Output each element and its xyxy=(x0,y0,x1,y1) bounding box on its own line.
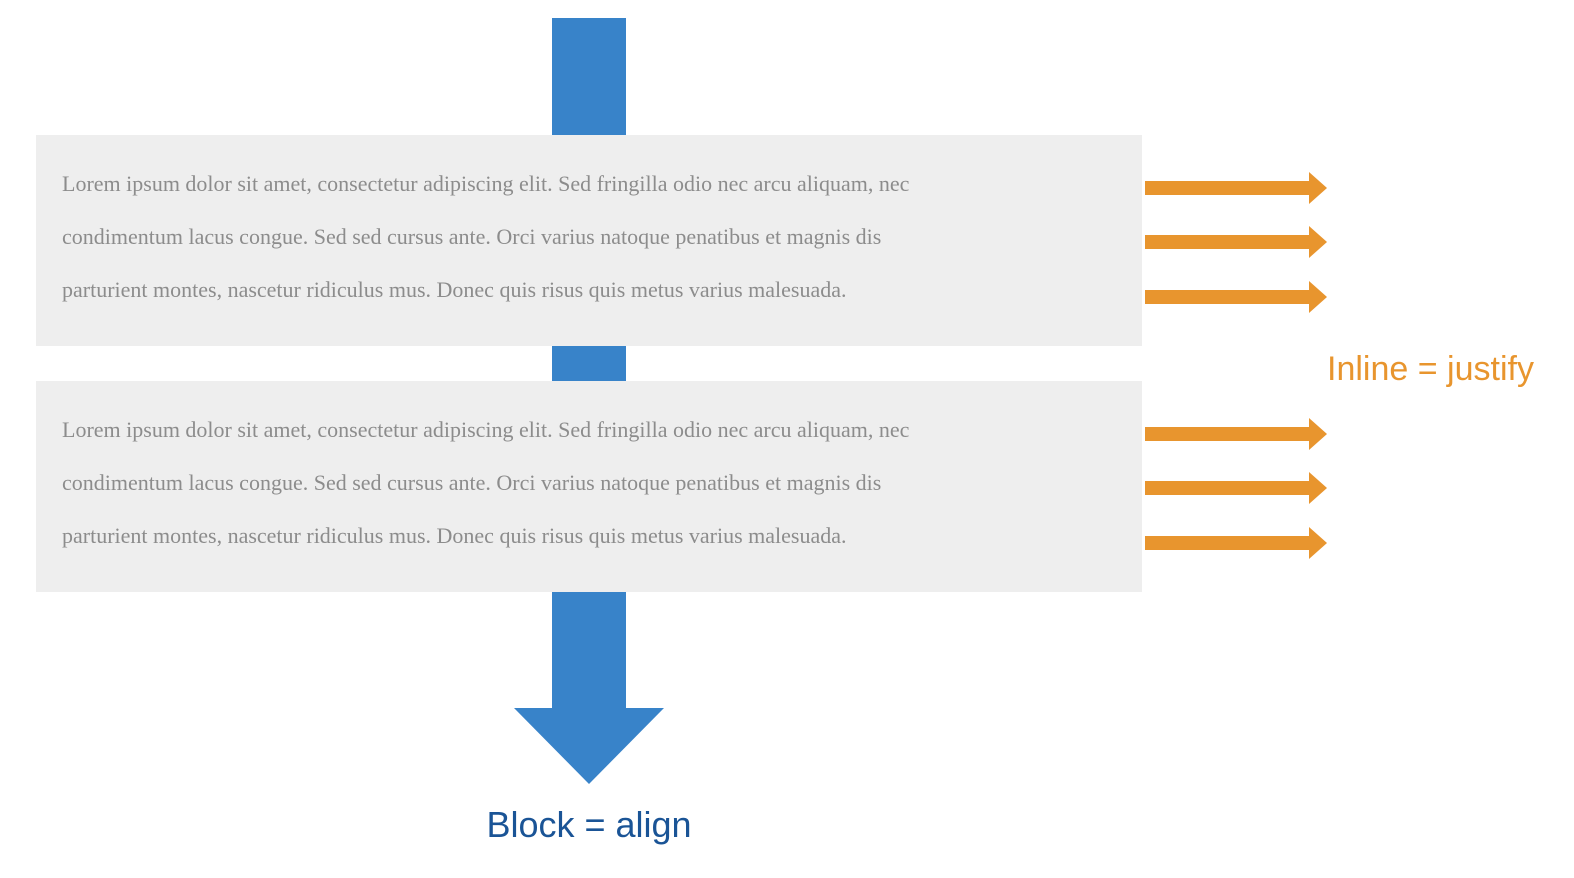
inline-arrow-icon xyxy=(1145,281,1327,313)
inline-arrow-icon xyxy=(1145,226,1327,258)
inline-arrow-icon xyxy=(1145,418,1327,450)
block-align-label: Block = align xyxy=(486,804,692,845)
block-arrow-shaft-bottom xyxy=(552,590,626,712)
paragraph-line: condimentum lacus congue. Sed sed cursus… xyxy=(62,224,882,249)
paragraph-line: Lorem ipsum dolor sit amet, consectetur … xyxy=(62,417,910,442)
block-arrow-shaft-middle xyxy=(552,345,626,385)
paragraph-box-1: Lorem ipsum dolor sit amet, consectetur … xyxy=(36,135,1142,346)
paragraph-line: Lorem ipsum dolor sit amet, consectetur … xyxy=(62,171,910,196)
block-arrow-head-icon xyxy=(514,708,664,784)
inline-arrow-icon xyxy=(1145,527,1327,559)
paragraph-box-2: Lorem ipsum dolor sit amet, consectetur … xyxy=(36,381,1142,592)
block-arrow-shaft-top xyxy=(552,18,626,138)
inline-justify-label: Inline = justify xyxy=(1327,350,1534,388)
paragraph-line: parturient montes, nascetur ridiculus mu… xyxy=(62,523,847,548)
paragraph-line: condimentum lacus congue. Sed sed cursus… xyxy=(62,470,882,495)
inline-arrow-icon xyxy=(1145,472,1327,504)
paragraph-line: parturient montes, nascetur ridiculus mu… xyxy=(62,277,847,302)
inline-arrow-icon xyxy=(1145,172,1327,204)
